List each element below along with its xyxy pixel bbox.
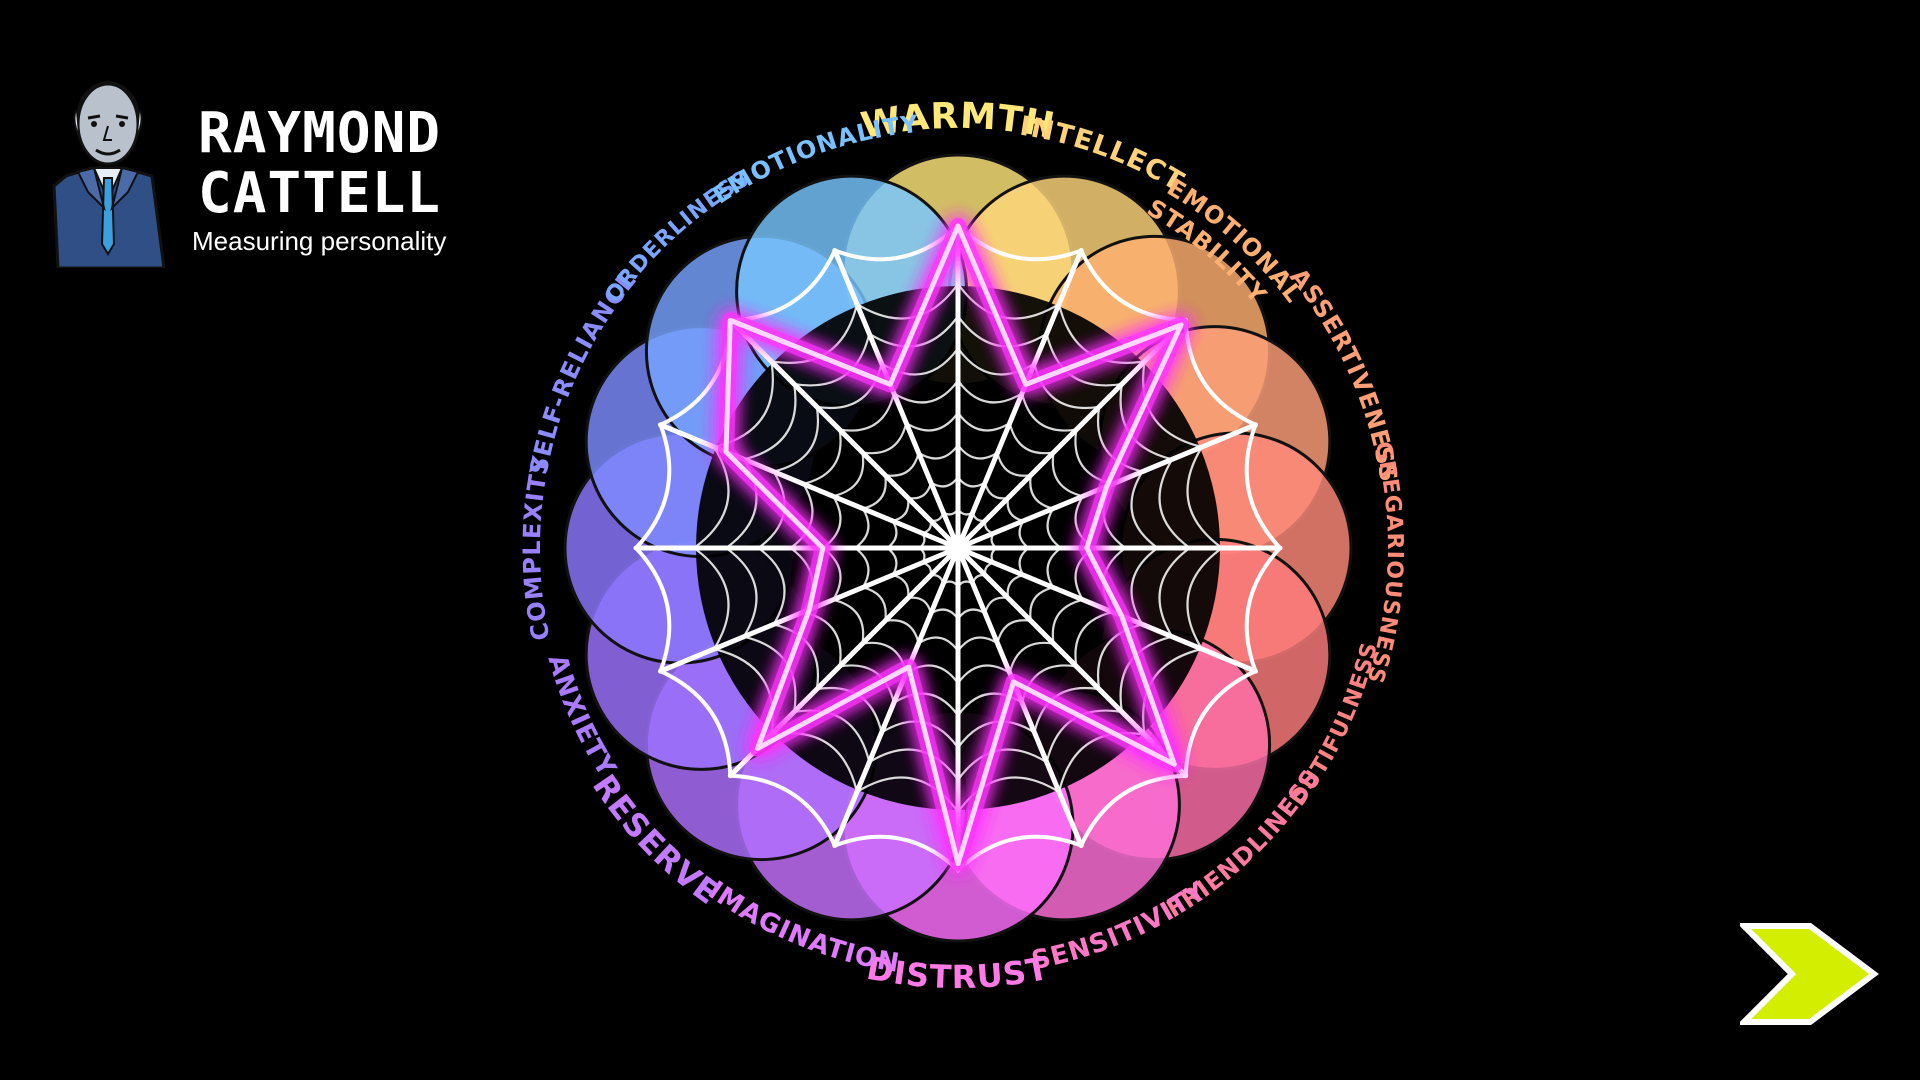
web-spoke — [727, 317, 961, 551]
web-spoke — [955, 545, 1084, 848]
title-line-2: CATTELL — [198, 161, 442, 226]
web-spoke — [658, 422, 961, 551]
profile-shape — [718, 218, 1190, 872]
man-portrait-icon — [52, 80, 166, 268]
web-spoke — [955, 248, 1084, 551]
web-spoke — [832, 545, 961, 848]
web-spoke — [955, 545, 1189, 779]
trait-label: COMPLEXITY — [518, 453, 556, 643]
web-spoke — [955, 545, 1258, 674]
header: RAYMOND CATTELL Measuring personality — [48, 68, 488, 268]
profile-line — [723, 223, 1184, 867]
web-spoke — [955, 317, 1189, 551]
web-spoke — [832, 248, 961, 551]
chevron-right-icon — [1740, 923, 1879, 1025]
subtitle: Measuring personality — [192, 226, 447, 256]
title-line-1: RAYMOND — [198, 101, 442, 166]
next-button[interactable] — [1740, 922, 1880, 1026]
